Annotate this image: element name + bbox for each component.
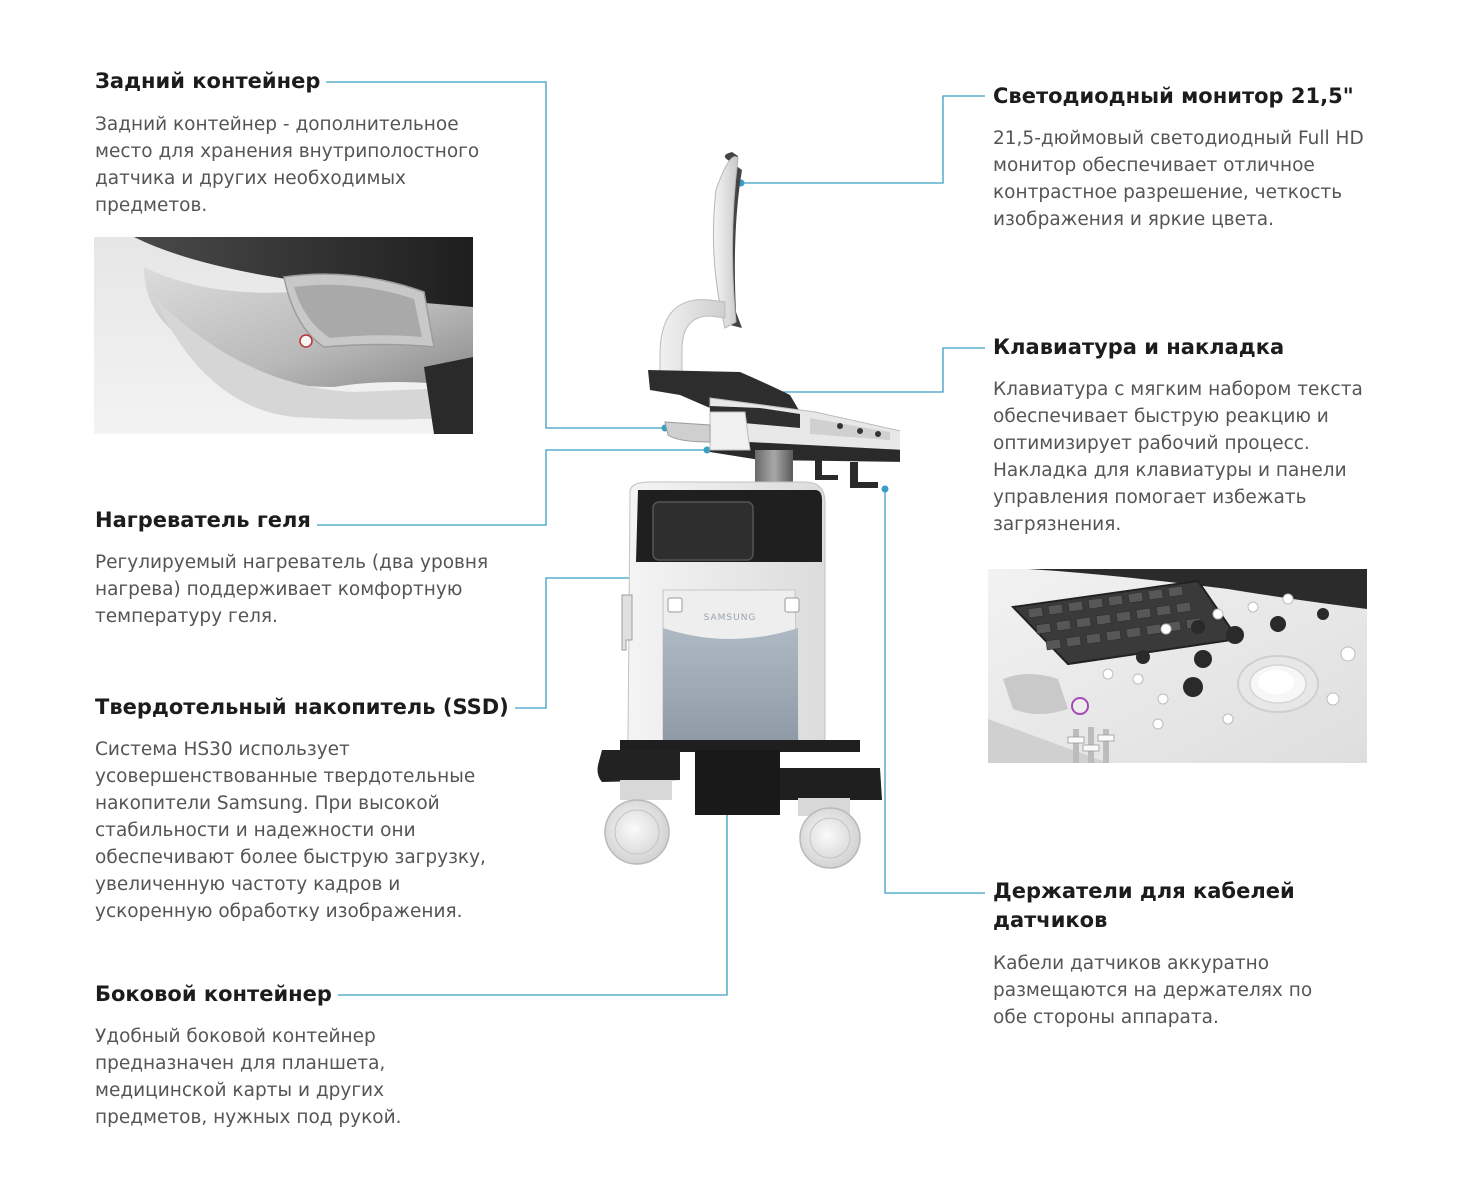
monitor-title: Светодиодный монитор 21,5"	[993, 82, 1354, 111]
cable-holders-title: Держатели для кабелей датчиков	[993, 877, 1323, 935]
rear-container-desc: Задний контейнер - дополнительное место …	[95, 114, 480, 216]
gel-warmer-desc: Регулируемый нагреватель (два уровня наг…	[95, 552, 489, 627]
brand-label: SAMSUNG	[704, 613, 757, 623]
gel-warmer-title: Нагреватель геля	[95, 506, 317, 535]
side-container-title: Боковой контейнер	[95, 980, 338, 1009]
keyboard-photo	[988, 569, 1367, 763]
leader-line-rear-container	[318, 81, 663, 429]
keyboard-title: Клавиатура и накладка	[993, 333, 1285, 362]
leader-line-keyboard	[767, 347, 985, 393]
leader-line-ssd	[488, 577, 690, 709]
cable-holders-desc: Кабели датчиков аккуратно размещаются на…	[993, 953, 1313, 1028]
monitor-desc: 21,5-дюймовый светодиодный Full HD монит…	[993, 128, 1364, 230]
side-container-desc: Удобный боковой контейнер предназначен д…	[95, 1026, 402, 1128]
ssd-desc: Система HS30 использует усовершенствован…	[95, 739, 486, 922]
ultrasound-machine-illustration: SAMSUNG	[597, 152, 900, 869]
leader-line-monitor	[742, 95, 985, 184]
rear-container-photo	[94, 237, 473, 434]
leader-line-cable-holders	[884, 490, 985, 894]
rear-container-title: Задний контейнер	[95, 67, 327, 96]
leader-line-gel-warmer	[306, 449, 705, 526]
keyboard-desc: Клавиатура с мягким набором текста обесп…	[993, 379, 1363, 535]
ssd-title: Твердотельный накопитель (SSD)	[95, 693, 515, 722]
